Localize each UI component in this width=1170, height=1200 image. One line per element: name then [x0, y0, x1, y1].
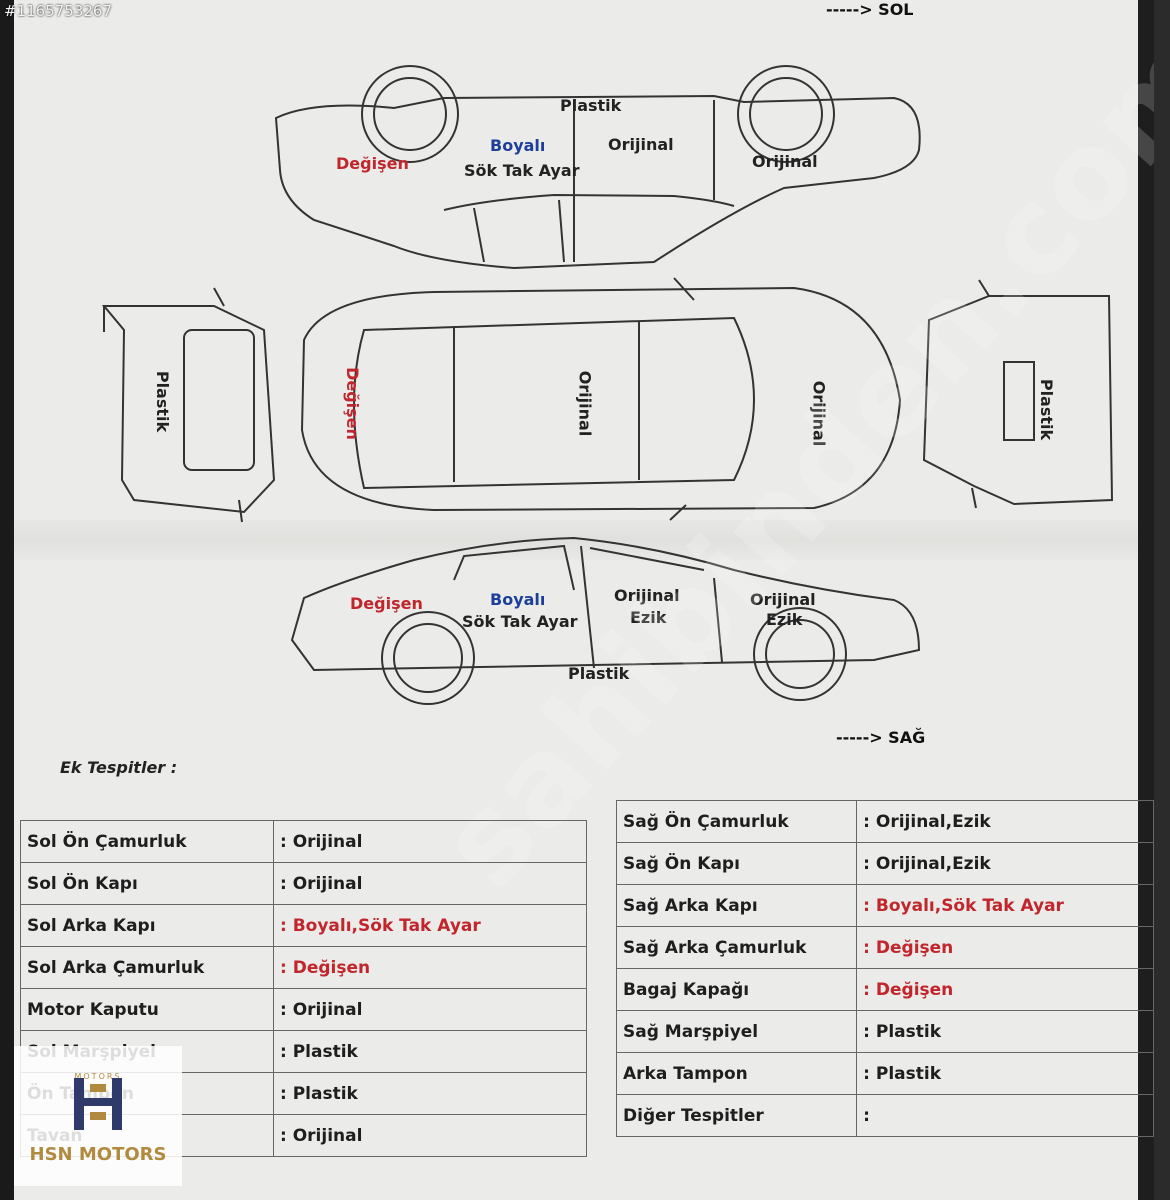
- label-top-boyali: Boyalı: [490, 136, 546, 155]
- bottom-car-outline: [290, 536, 921, 705]
- label-top-degisen: Değişen: [336, 154, 409, 173]
- roof-outline: [300, 277, 902, 521]
- logo-name: HSN MOTORS: [29, 1144, 167, 1165]
- background-left: [0, 0, 14, 1200]
- dealer-logo: MOTORS HSN MOTORS: [14, 1046, 182, 1186]
- right-table-part-label: Bagaj Kapağı: [615, 968, 858, 1011]
- right-table-part-label: Arka Tampon: [615, 1052, 858, 1095]
- right-table-part-status: :: [856, 1094, 1154, 1137]
- right-table-part-label: Sağ Arka Kapı: [615, 884, 858, 927]
- right-table-part-label: Sağ Marşpiyel: [615, 1010, 858, 1053]
- right-table-row: Bagaj Kapağı: Değişen: [615, 968, 1154, 1011]
- right-table-part-label: Sağ Arka Çamurluk: [615, 926, 858, 969]
- label-top-orijinal-fender: Orijinal: [752, 152, 818, 171]
- label-bottom-orijinal1: Orijinal: [614, 586, 680, 605]
- label-bottom-boyali: Boyalı: [490, 590, 546, 609]
- left-table-row: Sol Ön Çamurluk: Orijinal: [20, 820, 587, 863]
- right-table-row: Sağ Arka Çamurluk: Değişen: [615, 926, 1154, 969]
- right-table-part-status: : Orijinal,Ezik: [856, 800, 1154, 843]
- label-bottom-plastik: Plastik: [568, 664, 630, 683]
- label-roof-orijinal: Orijinal: [575, 370, 595, 437]
- top-car-outline: [274, 65, 921, 270]
- expertise-sheet: -----> SOL -----> SAĞ Plastik Değişen Bo…: [14, 0, 1154, 1200]
- right-table-row: Sağ Ön Kapı: Orijinal,Ezik: [615, 842, 1154, 885]
- right-table-part-status: : Değişen: [856, 968, 1154, 1011]
- hsn-logo-icon: [74, 1078, 122, 1130]
- listing-id: #1165753267: [4, 2, 113, 20]
- label-front-plastik: Plastik: [1037, 378, 1057, 441]
- right-table-part-status: : Plastik: [856, 1010, 1154, 1053]
- right-table-part-status: : Plastik: [856, 1052, 1154, 1095]
- label-roof-degisen: Değişen: [342, 367, 362, 440]
- left-table-row: Sol Ön Kapı: Orijinal: [20, 862, 587, 905]
- right-table-part-status: : Orijinal,Ezik: [856, 842, 1154, 885]
- car-diagram: [101, 65, 1114, 705]
- label-bottom-degisen: Değişen: [350, 594, 423, 613]
- right-table-part-label: Sağ Ön Kapı: [615, 842, 858, 885]
- left-table-part-status: : Orijinal: [273, 820, 587, 863]
- left-table-part-label: Motor Kaputu: [20, 988, 274, 1031]
- label-top-orijinal-door: Orijinal: [608, 135, 674, 154]
- rear-view-outline: [101, 287, 276, 523]
- left-table-part-status: : Değişen: [273, 946, 587, 989]
- logo-small-text: MOTORS: [74, 1072, 122, 1081]
- left-table-part-label: Sol Arka Kapı: [20, 904, 274, 947]
- front-view-outline: [922, 279, 1114, 509]
- right-table-row: Arka Tampon: Plastik: [615, 1052, 1154, 1095]
- right-table-part-status: : Boyalı,Sök Tak Ayar: [856, 884, 1154, 927]
- left-table-row: Sol Arka Çamurluk: Değişen: [20, 946, 587, 989]
- direction-left: -----> SOL: [826, 0, 914, 19]
- left-table-row: Sol Arka Kapı: Boyalı,Sök Tak Ayar: [20, 904, 587, 947]
- label-top-plastik: Plastik: [560, 96, 622, 115]
- left-table-part-status: : Orijinal: [273, 988, 587, 1031]
- right-table-row: Diğer Tespitler:: [615, 1094, 1154, 1137]
- label-bottom-orijinal2: Orijinal: [750, 590, 816, 609]
- label-hood-orijinal: Orijinal: [809, 380, 829, 447]
- label-bottom-soktak: Sök Tak Ayar: [462, 612, 578, 631]
- left-table-part-label: Sol Ön Kapı: [20, 862, 274, 905]
- left-table-part-status: : Orijinal: [273, 1114, 587, 1157]
- left-table-row: Motor Kaputu: Orijinal: [20, 988, 587, 1031]
- label-bottom-ezik1: Ezik: [630, 608, 667, 627]
- left-table-part-status: : Boyalı,Sök Tak Ayar: [273, 904, 587, 947]
- label-bottom-ezik2: Ezik: [766, 610, 803, 629]
- right-table-row: Sağ Ön Çamurluk: Orijinal,Ezik: [615, 800, 1154, 843]
- label-rear-plastik: Plastik: [153, 370, 173, 433]
- right-table-part-label: Sağ Ön Çamurluk: [615, 800, 858, 843]
- right-table-part-status: : Değişen: [856, 926, 1154, 969]
- right-table-row: Sağ Arka Kapı: Boyalı,Sök Tak Ayar: [615, 884, 1154, 927]
- ek-tespitler-label: Ek Tespitler :: [60, 758, 178, 777]
- left-table-part-status: : Plastik: [273, 1030, 587, 1073]
- right-table-row: Sağ Marşpiyel: Plastik: [615, 1010, 1154, 1053]
- left-table-part-label: Sol Arka Çamurluk: [20, 946, 274, 989]
- label-top-soktak: Sök Tak Ayar: [464, 161, 580, 180]
- right-table-part-label: Diğer Tespitler: [615, 1094, 858, 1137]
- left-table-part-label: Sol Ön Çamurluk: [20, 820, 274, 863]
- left-table-part-status: : Orijinal: [273, 862, 587, 905]
- direction-right: -----> SAĞ: [836, 728, 926, 747]
- left-table-part-status: : Plastik: [273, 1072, 587, 1115]
